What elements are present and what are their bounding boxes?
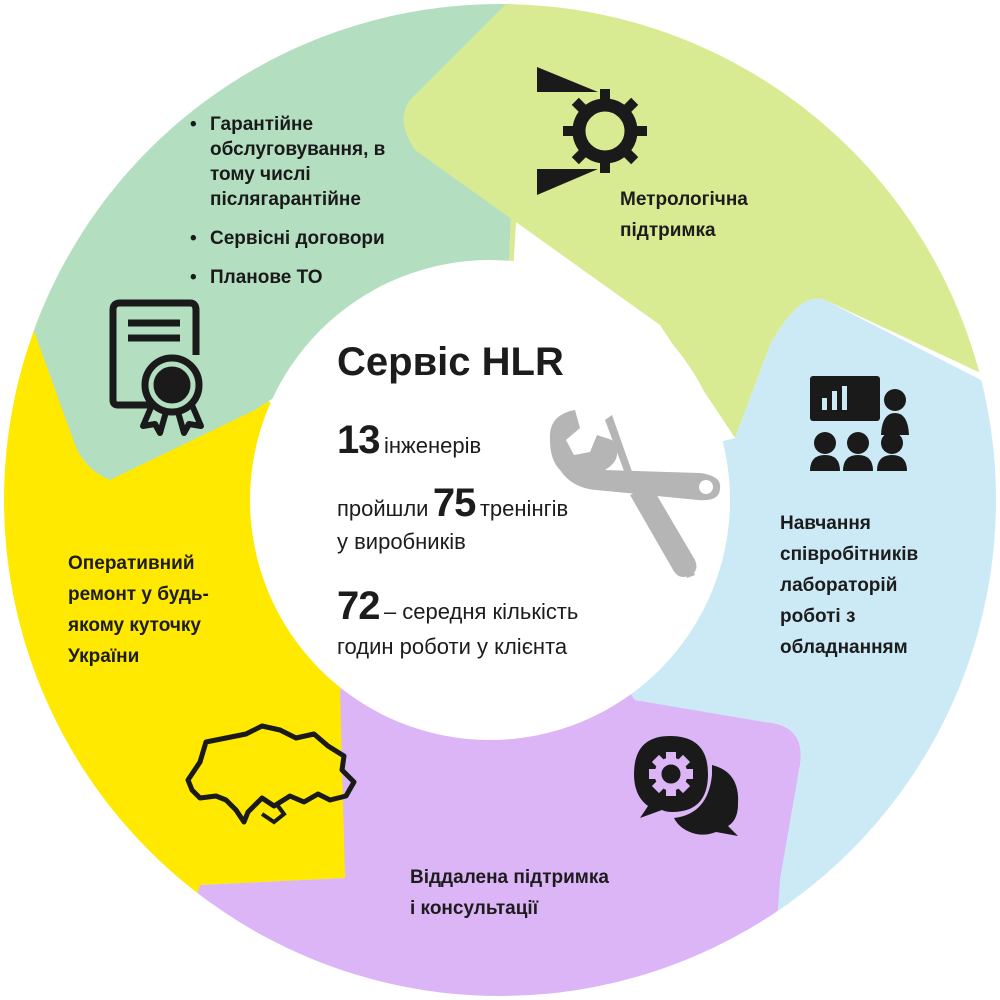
- repair-label: Оперативний ремонт у будь- якому куточку…: [68, 548, 209, 672]
- metrology-line1: Метрологічна: [620, 189, 748, 210]
- cog-tooth: [649, 769, 660, 779]
- stat-engineers: 13 інженерів: [337, 418, 481, 463]
- page-title: Сервіс HLR: [337, 340, 564, 384]
- cog-tooth: [682, 769, 693, 779]
- cog-tooth: [600, 157, 610, 173]
- list-item: Планове ТО: [190, 265, 400, 290]
- training-line2: співробітників: [780, 544, 919, 565]
- cog-tooth: [666, 785, 676, 796]
- repair-line3: якому куточку: [68, 615, 201, 636]
- presentation-icon: [810, 376, 909, 471]
- cog-tooth: [571, 97, 591, 117]
- wrench-screwdriver-icon: [549, 410, 721, 578]
- metrology-line2: підтримка: [620, 220, 716, 241]
- training-line1: Навчання: [780, 513, 871, 534]
- repair-line4: України: [68, 646, 140, 667]
- training-line5: обладнанням: [780, 637, 908, 658]
- training-line3: лабораторій: [780, 575, 898, 596]
- cog-tooth: [631, 126, 647, 136]
- metrology-label: Метрологічна підтримка: [620, 184, 748, 246]
- stat-trainings-prefix: пройшли: [337, 496, 429, 521]
- cog-tooth: [675, 754, 691, 770]
- ukraine-map-icon: [185, 723, 357, 825]
- cog-tooth: [666, 752, 676, 763]
- cog-tooth: [619, 97, 639, 117]
- stat-trainings-line2: у виробників: [337, 529, 466, 554]
- stat-hours-line2: годин роботи у клієнта: [337, 634, 568, 659]
- segment-remote: [160, 500, 840, 996]
- stat-engineers-number: 13: [337, 418, 380, 462]
- cog-tooth: [571, 145, 591, 165]
- cog-tooth: [651, 754, 667, 770]
- stat-hours: 72 – середня кількість годин роботи у кл…: [337, 586, 579, 663]
- list-item: Сервісні договори: [190, 226, 400, 251]
- cog-tooth: [600, 89, 610, 105]
- center-disc: [250, 260, 730, 740]
- stat-hours-text: – середня кількість: [383, 599, 579, 624]
- stat-hours-number: 72: [337, 584, 380, 628]
- caliper-gear-icon: [537, 67, 647, 195]
- cog-tooth: [563, 126, 579, 136]
- list-item: Гарантійне обслуговування, в тому числі …: [190, 112, 400, 212]
- chat-gear-icon: [634, 736, 739, 836]
- stat-trainings-number: 75: [432, 481, 476, 525]
- remote-label: Віддалена підтримка і консультації: [410, 862, 609, 924]
- stat-engineers-text: інженерів: [383, 433, 482, 458]
- cog-tooth: [651, 778, 667, 794]
- remote-line1: Віддалена підтримка: [410, 867, 609, 888]
- stat-trainings-suffix: тренінгів: [479, 496, 569, 521]
- remote-line2: і консультації: [410, 898, 539, 919]
- training-line4: роботі з: [780, 606, 856, 627]
- cog-tooth: [619, 145, 639, 165]
- certificate-icon: [109, 299, 204, 436]
- cog-tooth: [675, 778, 691, 794]
- repair-line2: ремонт у будь-: [68, 584, 209, 605]
- warranty-list: Гарантійне обслуговування, в тому числі …: [190, 112, 400, 304]
- stat-trainings: пройшли 75 тренінгів у виробників: [337, 483, 569, 557]
- repair-line1: Оперативний: [68, 553, 195, 574]
- training-label: Навчання співробітників лабораторій робо…: [780, 508, 918, 663]
